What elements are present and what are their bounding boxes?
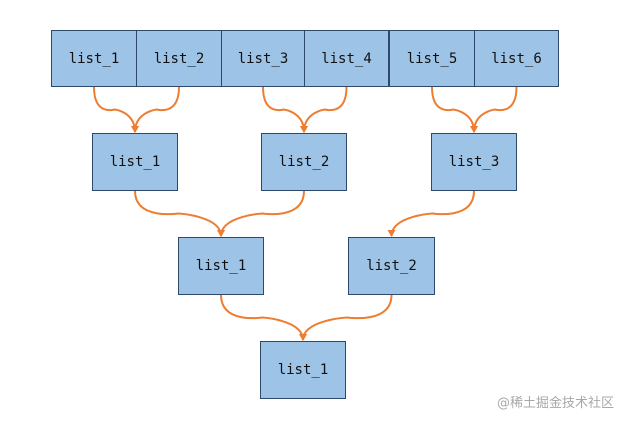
level0-list-1: list_1 [51,30,137,87]
level1-list-3: list_3 [431,133,517,191]
level0-list-6: list_6 [474,30,559,87]
level1-list-2: list_2 [261,133,347,191]
level2-list-2: list_2 [348,237,435,295]
merge-arrow-7 [217,190,305,237]
merge-arrow-1 [131,86,180,133]
merge-arrow-5 [470,86,518,133]
merge-arrow-6 [134,190,225,237]
level3-list-1: list_1 [260,341,346,399]
merge-arrow-8 [387,190,475,237]
level0-list-4: list_4 [304,30,389,87]
level2-list-1: list_1 [178,237,264,295]
watermark: @稀土掘金技术社区 [496,396,614,411]
merge-arrow-3 [300,86,348,133]
merge-arrow-4 [431,86,478,133]
level0-list-3: list_3 [221,30,305,87]
level1-list-1: list_1 [92,133,178,191]
level0-list-5: list_5 [389,30,475,87]
merge-arrow-9 [220,294,307,341]
merge-arrow-2 [262,86,308,133]
level0-list-2: list_2 [136,30,222,87]
merge-arrow-10 [299,294,393,341]
merge-arrow-0 [93,86,139,133]
